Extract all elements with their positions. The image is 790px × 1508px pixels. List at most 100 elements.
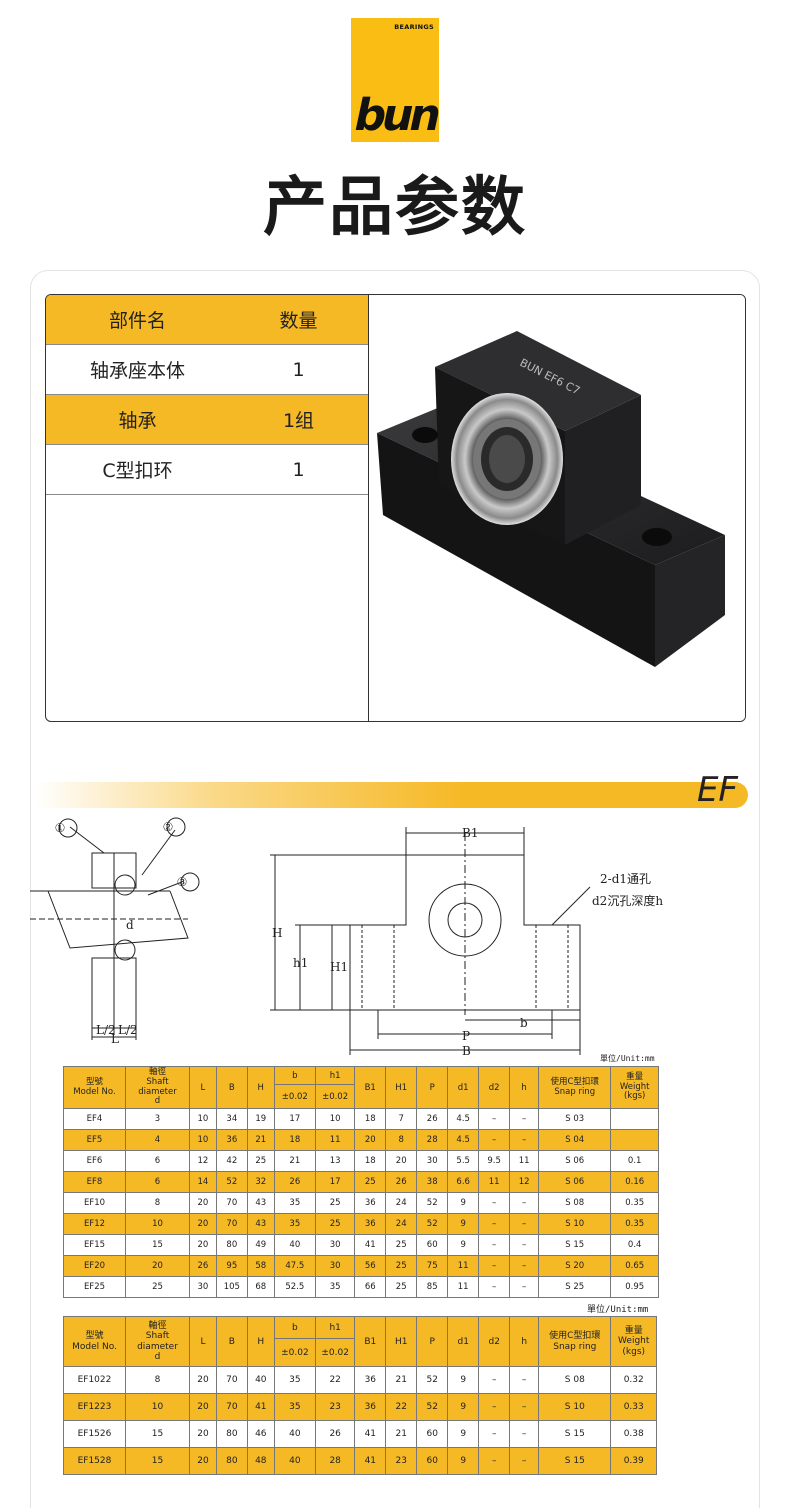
part-qty: 1 — [292, 358, 305, 381]
table-cell: 80 — [215, 1420, 248, 1448]
table-cell: 40 — [273, 1447, 317, 1475]
dim-h1: h1 — [293, 956, 308, 970]
table-cell: 21 — [385, 1420, 418, 1448]
logo-wordmark: bun — [349, 90, 443, 141]
table-cell: 52 — [416, 1192, 449, 1214]
col-h: h — [509, 1316, 540, 1367]
table-cell: 70 — [215, 1366, 248, 1394]
section-band — [35, 782, 748, 808]
table-cell: 20 — [189, 1393, 217, 1421]
callout-2: ② — [163, 820, 174, 834]
brand-logo: BEARINGS bun — [349, 18, 443, 142]
table-cell: 26 — [416, 1108, 449, 1130]
table-cell: EF4 — [63, 1108, 126, 1130]
table-cell: – — [509, 1108, 540, 1130]
table-cell: S 08 — [538, 1192, 612, 1214]
table-cell: 35 — [273, 1366, 317, 1394]
table-cell: 40 — [246, 1366, 275, 1394]
col-B1: B1 — [354, 1316, 387, 1367]
parts-row: 轴承 1组 — [46, 395, 368, 445]
table-cell: 11 — [447, 1276, 480, 1298]
table-cell: – — [478, 1255, 511, 1277]
table-cell: 25 — [385, 1255, 418, 1277]
col-b: b — [273, 1066, 316, 1085]
table-cell: 35 — [273, 1213, 316, 1235]
table-cell: 7 — [385, 1108, 418, 1130]
table-cell: – — [478, 1213, 511, 1235]
table-cell: 36 — [354, 1192, 387, 1214]
table-cell: – — [509, 1366, 540, 1394]
table-cell: 23 — [385, 1447, 418, 1475]
table-cell: 52 — [416, 1213, 449, 1235]
table-cell: 26 — [189, 1255, 217, 1277]
table-cell: 0.32 — [610, 1366, 657, 1394]
col-B: B — [215, 1316, 248, 1367]
table-cell: 41 — [354, 1420, 387, 1448]
table-cell: EF1022 — [63, 1366, 126, 1394]
table-cell: 52 — [215, 1171, 248, 1193]
table-cell: 26 — [273, 1171, 316, 1193]
table-cell: 6.6 — [447, 1171, 480, 1193]
table-cell: 70 — [215, 1213, 248, 1235]
table-cell: – — [478, 1393, 511, 1421]
dim-L-half-left: L/2 — [96, 1023, 116, 1037]
table-cell: 80 — [215, 1234, 248, 1256]
dim-H: H — [272, 926, 282, 940]
table-cell: S 20 — [538, 1255, 612, 1277]
table-cell: 41 — [354, 1447, 387, 1475]
parts-header: 部件名 数量 — [46, 295, 368, 345]
parts-panel: 部件名 数量 轴承座本体 1 轴承 1组 C型扣环 1 — [45, 294, 746, 722]
table-cell: 36 — [354, 1366, 387, 1394]
table-cell: 0.35 — [610, 1192, 659, 1214]
table-cell: – — [478, 1192, 511, 1214]
callout-3: ③ — [177, 875, 188, 889]
col-h1-tol: ±0.02 — [314, 1084, 356, 1109]
table-cell: – — [478, 1108, 511, 1130]
table-cell: 30 — [416, 1150, 449, 1172]
table-cell: 60 — [416, 1234, 449, 1256]
table-cell: 32 — [246, 1171, 275, 1193]
table-cell: 23 — [315, 1393, 356, 1421]
table-cell: 52 — [416, 1366, 449, 1394]
table-cell: 10 — [189, 1129, 217, 1151]
table-cell — [610, 1129, 659, 1151]
table-cell: 70 — [215, 1192, 248, 1214]
table-cell: S 25 — [538, 1276, 612, 1298]
part-qty: 1组 — [282, 410, 315, 432]
col-d2: d2 — [478, 1316, 511, 1367]
table-cell: 35 — [273, 1192, 316, 1214]
table-cell: 24 — [385, 1192, 418, 1214]
col-P: P — [416, 1316, 449, 1367]
col-b-tol: ±0.02 — [273, 1084, 316, 1109]
dim-L-half-right: L/2 — [118, 1023, 138, 1037]
table-cell: EF5 — [63, 1129, 126, 1151]
table-cell: EF25 — [63, 1276, 126, 1298]
table-cell: 56 — [354, 1255, 387, 1277]
table-cell: 25 — [314, 1192, 356, 1214]
table-cell: S 15 — [538, 1447, 612, 1475]
table-cell: 10 — [124, 1213, 191, 1235]
col-B1: B1 — [354, 1066, 387, 1109]
table-cell: 60 — [416, 1447, 449, 1475]
table-cell: 25 — [314, 1213, 356, 1235]
table-cell: – — [478, 1420, 511, 1448]
table-cell: S 15 — [538, 1420, 612, 1448]
table-cell: 18 — [354, 1150, 387, 1172]
table-cell: 68 — [246, 1276, 275, 1298]
table-cell: – — [509, 1129, 540, 1151]
table-cell: EF20 — [63, 1255, 126, 1277]
table-cell: 75 — [416, 1255, 449, 1277]
note-through-hole: 2-d1通孔 — [600, 872, 651, 886]
parts-header-qty: 数量 — [279, 310, 318, 332]
table-cell: 9 — [447, 1393, 480, 1421]
table-cell: 35 — [314, 1276, 356, 1298]
